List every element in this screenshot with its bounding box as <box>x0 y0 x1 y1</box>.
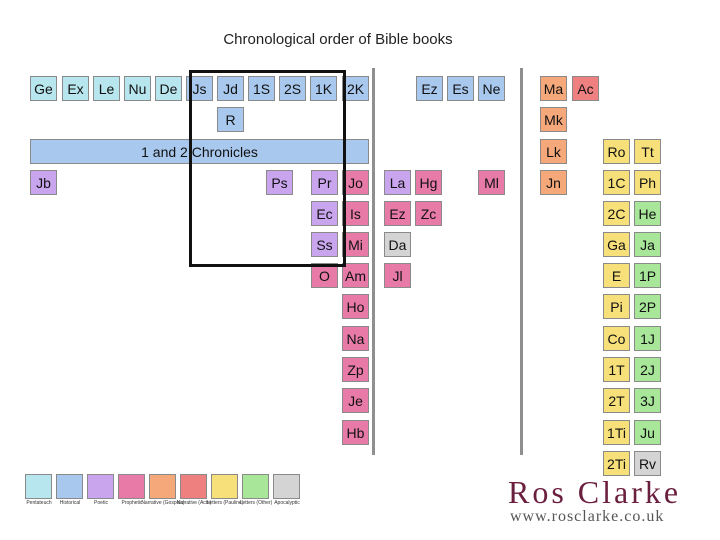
book-je: Je <box>342 388 369 413</box>
legend-swatch-letters-pauline <box>211 474 238 499</box>
book-co: Co <box>603 326 630 351</box>
book-ju: Ju <box>634 420 661 445</box>
page-title: Chronological order of Bible books <box>223 31 453 48</box>
book-da: Da <box>384 232 411 257</box>
book-ma: Ma <box>540 76 567 101</box>
book-ac: Ac <box>572 76 599 101</box>
book-1k: 1K <box>310 76 337 101</box>
book-r: R <box>217 107 244 132</box>
legend-swatch-narrative-gospels <box>149 474 176 499</box>
book-jn: Jn <box>540 170 567 195</box>
book-zc: Zc <box>415 201 442 226</box>
legend-swatch-letters-other <box>242 474 269 499</box>
book-1ti: 1Ti <box>603 420 630 445</box>
book-hg: Hg <box>415 170 442 195</box>
book-tt: Tt <box>634 139 661 164</box>
book-3j: 3J <box>634 388 661 413</box>
book-lk: Lk <box>540 139 567 164</box>
legend-swatch-apocalyptic <box>273 474 300 499</box>
book-ne: Ne <box>478 76 505 101</box>
book-2p: 2P <box>634 294 661 319</box>
book-ps: Ps <box>266 170 293 195</box>
book-1c: 1C <box>603 170 630 195</box>
book-mk: Mk <box>540 107 567 132</box>
divider-ot <box>372 68 375 455</box>
book-e: E <box>603 263 630 288</box>
book-he: He <box>634 201 661 226</box>
legend-swatch-prophetic <box>118 474 145 499</box>
legend-label-letters-pauline: Letters (Pauline) <box>206 500 244 506</box>
book-zp: Zp <box>342 357 369 382</box>
book-2k: 2K <box>342 76 369 101</box>
divider-intertestamental <box>520 68 523 455</box>
legend-label-historical: Historical <box>59 500 81 506</box>
book-1t: 1T <box>603 357 630 382</box>
legend-swatch-poetic <box>87 474 114 499</box>
book-hb: Hb <box>342 420 369 445</box>
book-nu: Nu <box>124 76 151 101</box>
legend-label-pentateuch: Pentateuch <box>26 500 52 506</box>
legend-label-prophetic: Prophetic <box>121 500 143 506</box>
logo-name: Ros Clarke <box>508 474 682 510</box>
book-le: Le <box>93 76 120 101</box>
book-ja: Ja <box>634 232 661 257</box>
book-jb: Jb <box>30 170 57 195</box>
book-1p: 1P <box>634 263 661 288</box>
book-na: Na <box>342 326 369 351</box>
book-1s: 1S <box>248 76 275 101</box>
book-ez: Ez <box>384 201 411 226</box>
book-2s: 2S <box>279 76 306 101</box>
legend-swatch-narrative-acts <box>180 474 207 499</box>
book-ml: Ml <box>478 170 505 195</box>
book-o: O <box>311 263 338 288</box>
book-rv: Rv <box>634 451 661 476</box>
book-ss: Ss <box>311 232 338 257</box>
book-ho: Ho <box>342 294 369 319</box>
book-2j: 2J <box>634 357 661 382</box>
book-ex: Ex <box>62 76 89 101</box>
book-1j: 1J <box>634 326 661 351</box>
book-es: Es <box>447 76 474 101</box>
book-ph: Ph <box>634 170 661 195</box>
legend-swatch-historical <box>56 474 83 499</box>
book-ge: Ge <box>30 76 57 101</box>
legend-label-narrative-gospels: Narrative (Gospels) <box>141 500 185 506</box>
book-2c: 2C <box>603 201 630 226</box>
book-de: De <box>155 76 182 101</box>
highlight-frame <box>189 70 346 267</box>
book-mi: Mi <box>342 232 369 257</box>
chronicles-band: 1 and 2 Chronicles <box>30 139 369 164</box>
book-pi: Pi <box>603 294 630 319</box>
book-jo: Jo <box>342 170 369 195</box>
book-ec: Ec <box>311 201 338 226</box>
book-am: Am <box>342 263 369 288</box>
legend-swatch-pentateuch <box>25 474 52 499</box>
book-ga: Ga <box>603 232 630 257</box>
legend-label-poetic: Poetic <box>94 500 108 506</box>
book-is: Is <box>342 201 369 226</box>
book-la: La <box>384 170 411 195</box>
legend-label-narrative-acts: Narrative (Acts) <box>176 500 212 506</box>
legend-label-apocalyptic: Apocalyptic <box>274 500 300 506</box>
logo-url: www.rosclarke.co.uk <box>510 508 665 525</box>
book-pr: Pr <box>311 170 338 195</box>
book-2t: 2T <box>603 388 630 413</box>
book-ez: Ez <box>416 76 443 101</box>
book-jl: Jl <box>384 263 411 288</box>
book-ro: Ro <box>603 139 630 164</box>
legend-label-letters-other: Letters (Other) <box>239 500 273 506</box>
book-2ti: 2Ti <box>603 451 630 476</box>
book-jd: Jd <box>217 76 244 101</box>
